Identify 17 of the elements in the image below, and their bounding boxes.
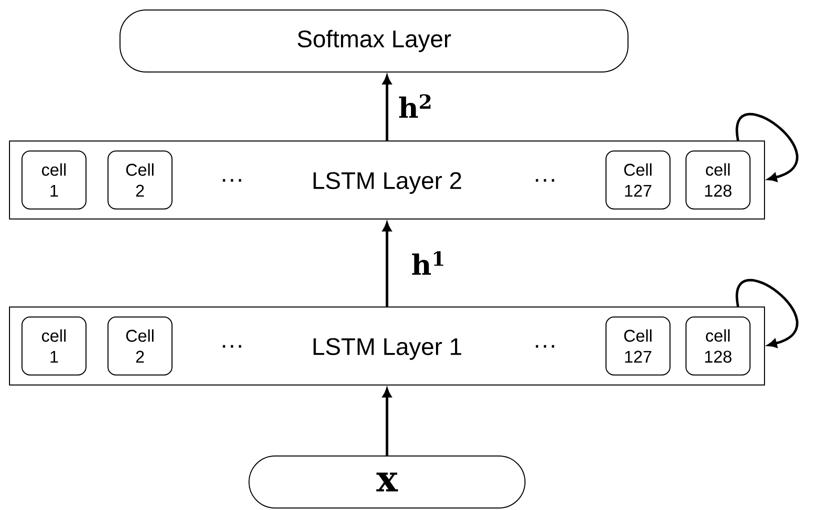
cell-box: Cell 127 xyxy=(606,316,670,376)
edge-label: h$^{2}$ xyxy=(396,92,435,120)
cell-box: cell 128 xyxy=(686,150,750,210)
cell-box: Cell 127 xyxy=(606,150,670,210)
loop-arrow xyxy=(736,113,798,182)
edge-label: h$^{1}$ xyxy=(409,249,448,277)
cell-box: cell 128 xyxy=(686,316,750,376)
arrow xyxy=(382,388,392,456)
input-box: x xyxy=(248,456,526,508)
layer-box: Softmax Layer xyxy=(120,10,628,72)
cell-box: cell 1 xyxy=(22,150,86,210)
cell-box: cell 1 xyxy=(22,316,86,376)
loop-arrow xyxy=(736,279,798,348)
arrow xyxy=(382,75,392,140)
cell-box: Cell 2 xyxy=(108,316,172,376)
arrow xyxy=(382,222,392,306)
cell-box: Cell 2 xyxy=(108,150,172,210)
